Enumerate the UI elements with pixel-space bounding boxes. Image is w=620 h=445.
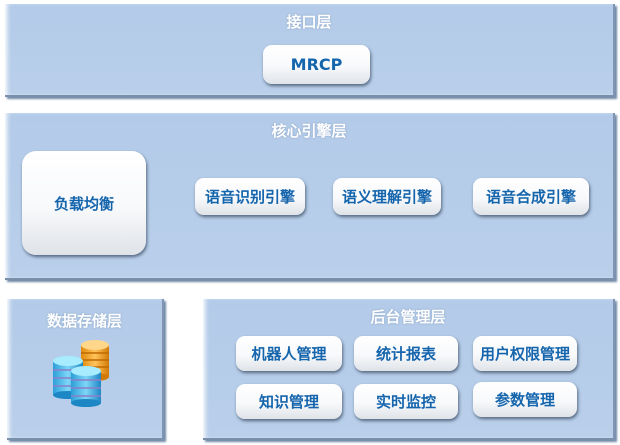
- realtime-monitor-box: 实时监控: [354, 384, 458, 419]
- asr-engine-box: 语音识别引擎: [195, 178, 305, 215]
- mrcp-box: MRCP: [263, 45, 370, 84]
- user-permission-box: 用户权限管理: [473, 336, 577, 371]
- statistics-report-box: 统计报表: [354, 336, 458, 371]
- knowledge-management-box: 知识管理: [236, 384, 342, 419]
- interface-layer: 接口层 MRCP: [5, 4, 615, 97]
- data-storage-layer: 数据存储层: [7, 299, 164, 440]
- nlu-engine-box: 语义理解引擎: [333, 178, 441, 215]
- load-balance-box: 负载均衡: [22, 151, 146, 255]
- core-engine-layer: 核心引擎层 负载均衡 语音识别引擎 语义理解引擎 语音合成引擎: [5, 113, 615, 280]
- storage-layer-title: 数据存储层: [46, 312, 122, 330]
- core-layer-title: 核心引擎层: [271, 122, 347, 140]
- parameter-management-box: 参数管理: [473, 382, 577, 417]
- robot-management-box: 机器人管理: [236, 336, 342, 371]
- database-icon: [53, 340, 109, 407]
- admin-layer: 后台管理层 机器人管理 统计报表 用户权限管理 知识管理 实时监控 参数管理: [203, 299, 615, 440]
- tts-engine-box: 语音合成引擎: [473, 178, 589, 215]
- admin-layer-title: 后台管理层: [370, 308, 446, 326]
- interface-layer-title: 接口层: [286, 13, 332, 31]
